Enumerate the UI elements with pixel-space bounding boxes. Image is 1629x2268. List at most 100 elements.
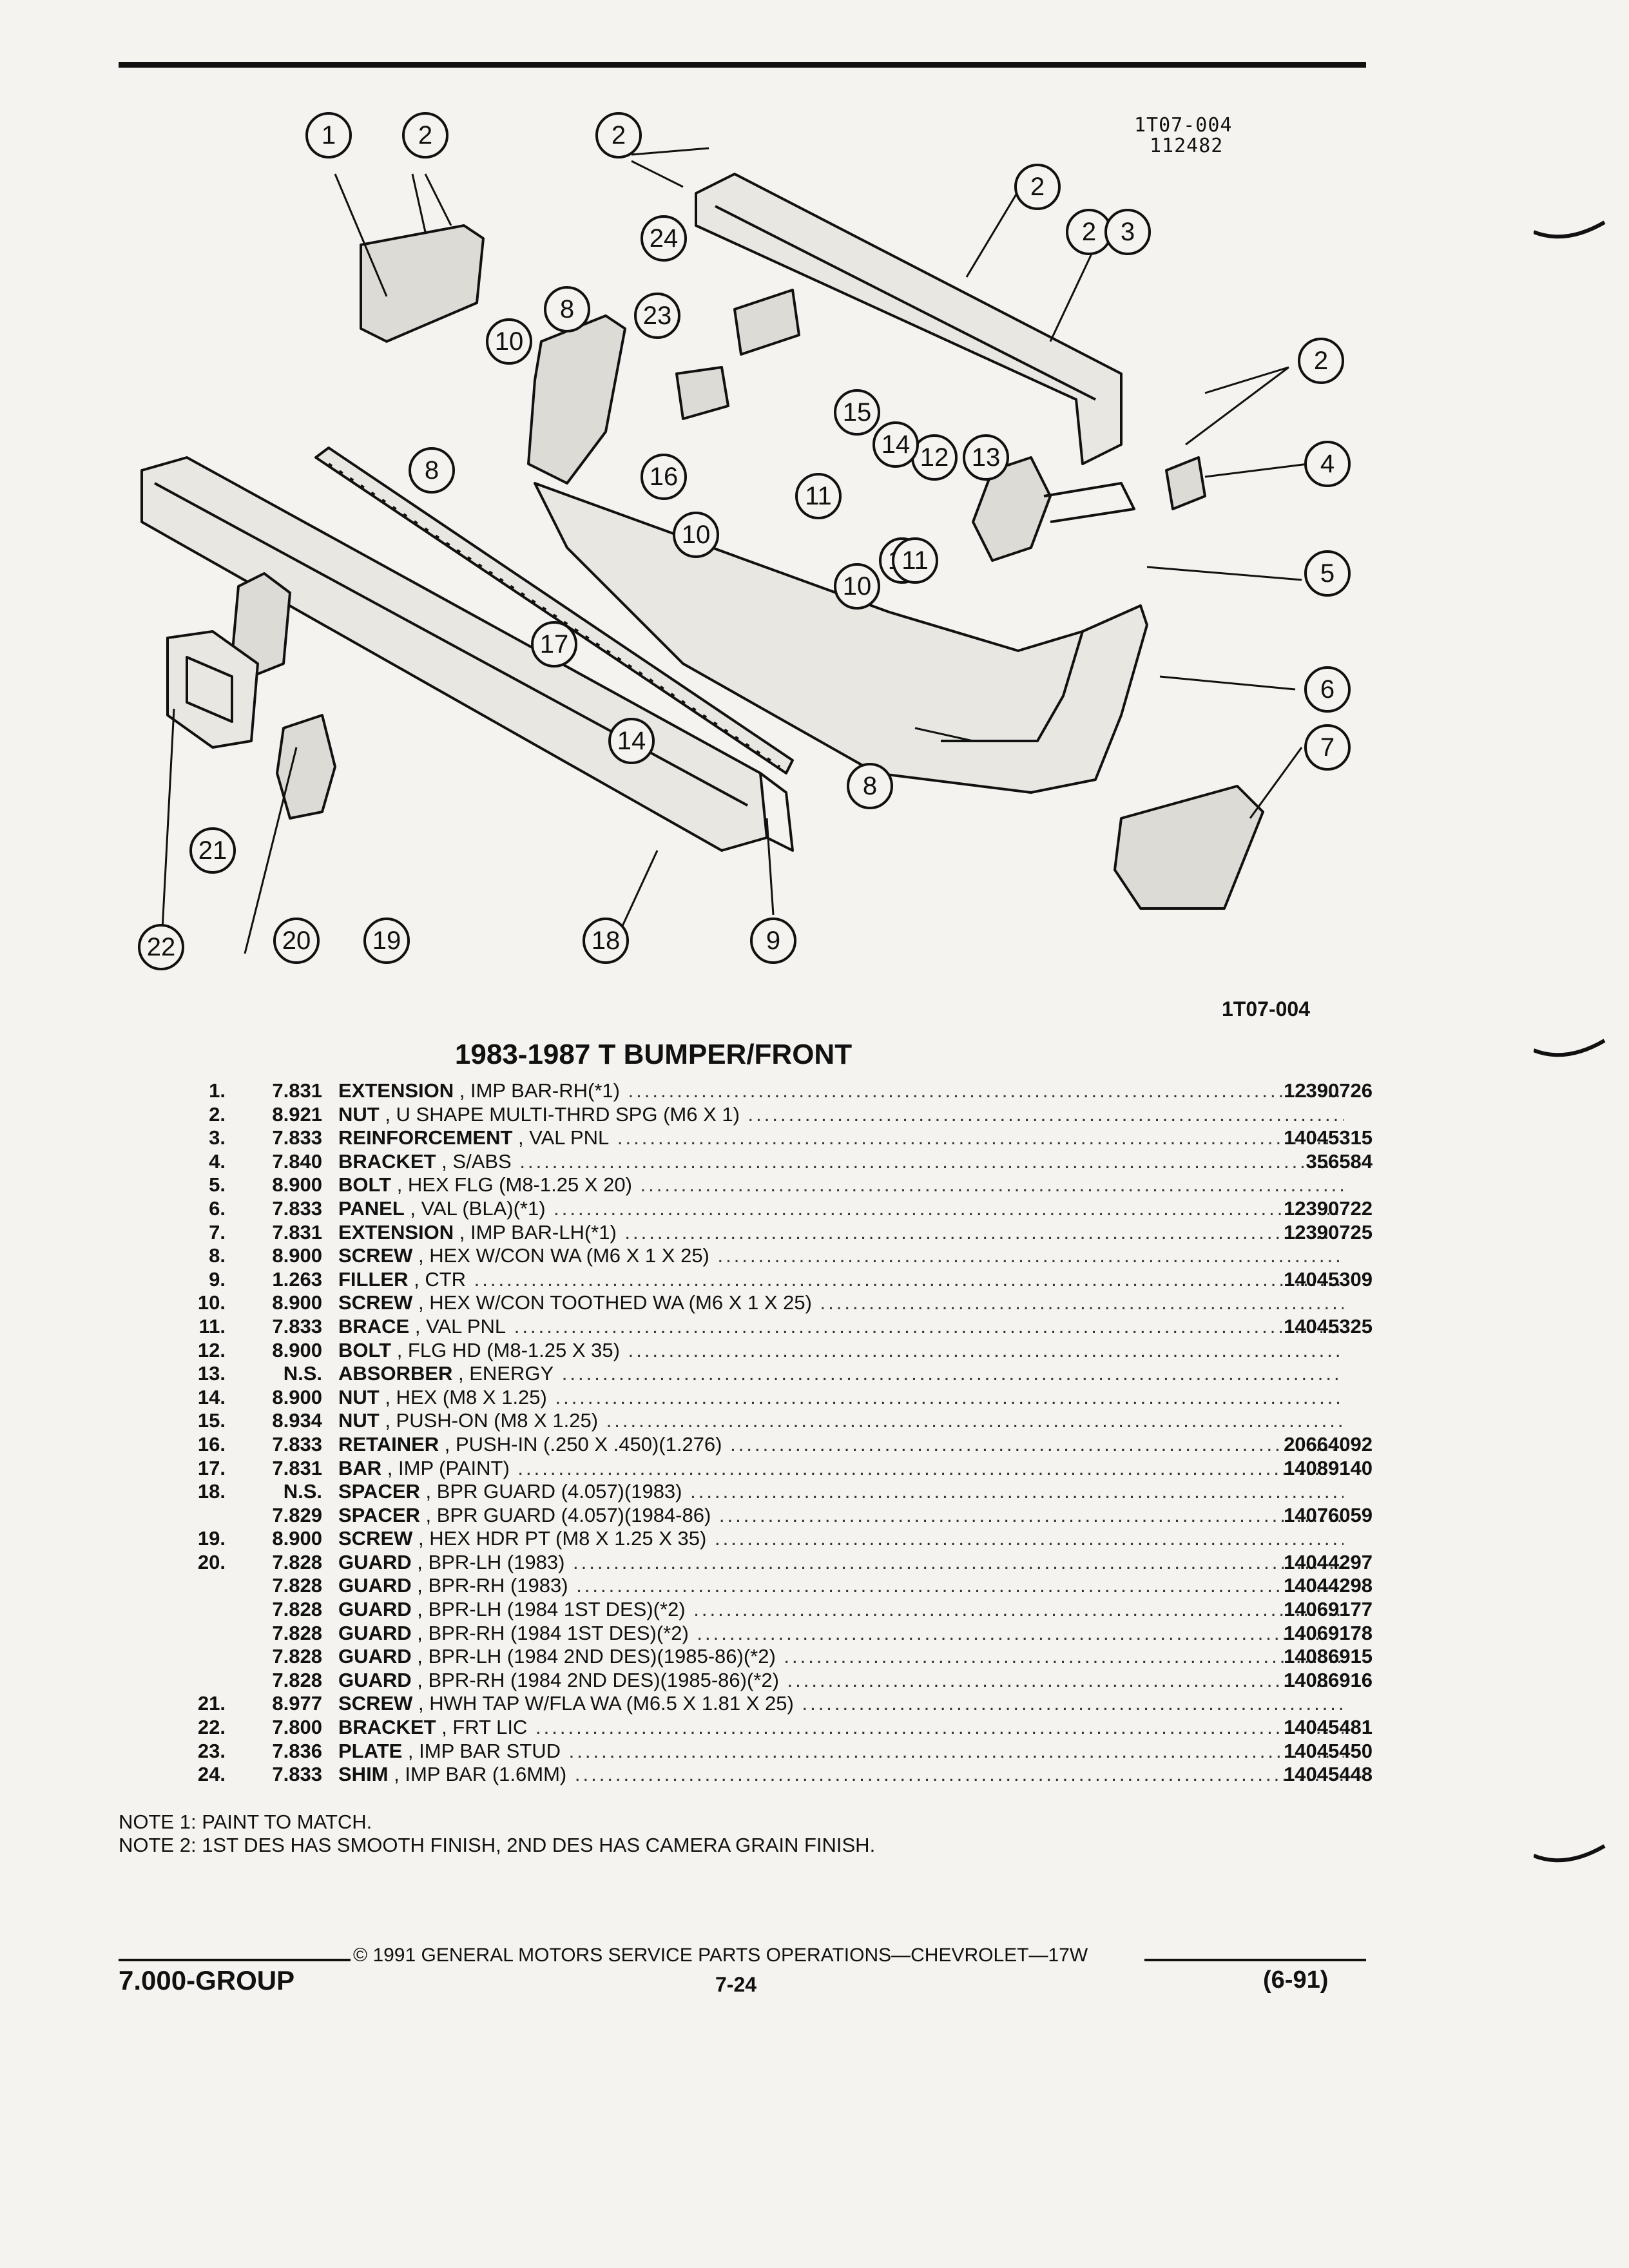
group-number: N.S. bbox=[283, 1362, 322, 1385]
part-detail: , IMP BAR (1.6MM) bbox=[388, 1763, 567, 1786]
svg-text:11: 11 bbox=[901, 546, 929, 575]
group-number: 7.828 bbox=[272, 1645, 322, 1668]
part-description: SCREW , HEX HDR PT (M8 X 1.25 X 35) ....… bbox=[338, 1527, 1344, 1551]
item-number: 3. bbox=[209, 1126, 226, 1149]
part-description: SCREW , HWH TAP W/FLA WA (M6.5 X 1.81 X … bbox=[338, 1692, 1344, 1716]
part-number: 356584 bbox=[1306, 1149, 1373, 1173]
part-name: SCREW bbox=[338, 1291, 413, 1314]
part-description: NUT , PUSH-ON (M8 X 1.25) ..............… bbox=[338, 1409, 1344, 1433]
part-name: NUT bbox=[338, 1385, 380, 1408]
part-detail: , VAL (BLA)(*1) bbox=[404, 1196, 546, 1220]
item-number: 8. bbox=[209, 1244, 226, 1267]
callout-2: 2 bbox=[595, 112, 642, 159]
part-detail: , IMP BAR-RH(*1) bbox=[454, 1079, 620, 1102]
dot-leader: ........................................… bbox=[574, 1763, 1344, 1786]
part-description: SCREW , HEX W/CON TOOTHED WA (M6 X 1 X 2… bbox=[338, 1291, 1344, 1315]
part-description: GUARD , BPR-LH (1984 1ST DES)(*2) ......… bbox=[338, 1598, 1344, 1622]
part-name: BRACKET bbox=[338, 1149, 436, 1173]
part-description: ABSORBER , ENERGY ......................… bbox=[338, 1362, 1344, 1386]
callout-2: 2 bbox=[1298, 338, 1344, 384]
part-description: GUARD , BPR-LH (1983) ..................… bbox=[338, 1551, 1344, 1575]
part-name: PLATE bbox=[338, 1739, 403, 1762]
part-detail: , BPR-RH (1984 2ND DES)(1985-86)(*2) bbox=[411, 1668, 779, 1691]
part-detail: , BPR-LH (1984 1ST DES)(*2) bbox=[411, 1598, 686, 1621]
svg-text:11: 11 bbox=[805, 482, 832, 510]
part-detail: , CTR bbox=[408, 1267, 467, 1291]
svg-text:2: 2 bbox=[1030, 173, 1045, 201]
page-number: 7-24 bbox=[715, 1973, 757, 1996]
part-name: GUARD bbox=[338, 1574, 412, 1597]
svg-text:9: 9 bbox=[766, 927, 780, 955]
part-description: RETAINER , PUSH-IN (.250 X .450)(1.276) … bbox=[338, 1433, 1344, 1457]
note-1: NOTE 1: PAINT TO MATCH. bbox=[119, 1811, 372, 1833]
part-detail: , FRT LIC bbox=[436, 1716, 528, 1739]
svg-text:14: 14 bbox=[617, 727, 646, 755]
group-number: 7.833 bbox=[272, 1126, 322, 1149]
item-number: 9. bbox=[209, 1267, 226, 1291]
svg-text:2: 2 bbox=[418, 121, 432, 149]
margin-mark bbox=[1534, 1844, 1606, 1863]
dot-leader: ........................................… bbox=[640, 1173, 1344, 1196]
group-number: 7.831 bbox=[272, 1079, 322, 1102]
callout-3: 3 bbox=[1104, 209, 1151, 255]
part-description: BRACKET , FRT LIC ......................… bbox=[338, 1716, 1344, 1740]
part-detail: , VAL PNL bbox=[409, 1314, 506, 1338]
part-description: SHIM , IMP BAR (1.6MM) .................… bbox=[338, 1763, 1344, 1787]
dot-leader: ........................................… bbox=[693, 1598, 1344, 1621]
item-number: 10. bbox=[197, 1291, 226, 1314]
item-number: 19. bbox=[197, 1527, 226, 1550]
dot-leader: ........................................… bbox=[555, 1385, 1344, 1408]
part-number: 14086916 bbox=[1284, 1668, 1373, 1691]
copyright-line: © 1991 GENERAL MOTORS SERVICE PARTS OPER… bbox=[353, 1945, 1088, 1966]
item-number: 16. bbox=[197, 1432, 226, 1456]
group-number: 8.900 bbox=[272, 1338, 322, 1361]
part-detail: , HEX HDR PT (M8 X 1.25 X 35) bbox=[412, 1527, 707, 1550]
group-number: 8.900 bbox=[272, 1291, 322, 1314]
part-detail: , BPR-LH (1984 2ND DES)(1985-86)(*2) bbox=[411, 1645, 776, 1668]
page-title: 1983-1987 T BUMPER/FRONT bbox=[454, 1039, 853, 1070]
part-name: BOLT bbox=[338, 1338, 392, 1361]
dot-leader: ........................................… bbox=[514, 1314, 1344, 1338]
part-name: FILLER bbox=[338, 1267, 409, 1291]
part-number: 14044297 bbox=[1284, 1550, 1373, 1573]
part-number: 14045315 bbox=[1284, 1126, 1373, 1149]
part-name: REINFORCEMENT bbox=[338, 1126, 513, 1149]
part-detail: , VAL PNL bbox=[512, 1126, 610, 1149]
callout-10: 10 bbox=[486, 318, 532, 365]
part-number: 12390726 bbox=[1284, 1079, 1373, 1102]
dot-leader: ........................................… bbox=[568, 1739, 1344, 1762]
group-number: 7.831 bbox=[272, 1456, 322, 1479]
notes: NOTE 1: PAINT TO MATCH. NOTE 2: 1ST DES … bbox=[119, 1811, 875, 1857]
callout-21: 21 bbox=[189, 827, 236, 874]
callout-17: 17 bbox=[531, 621, 577, 668]
callout-6: 6 bbox=[1304, 666, 1351, 713]
part-name: BOLT bbox=[338, 1173, 392, 1196]
group-number: 7.828 bbox=[272, 1621, 322, 1644]
svg-text:12: 12 bbox=[920, 443, 949, 472]
group-number: 7.833 bbox=[272, 1432, 322, 1456]
part-name: NUT bbox=[338, 1409, 380, 1432]
callout-11: 11 bbox=[892, 537, 938, 584]
part-number: 14045450 bbox=[1284, 1739, 1373, 1762]
dot-leader: ........................................… bbox=[628, 1338, 1344, 1361]
group-number: 8.921 bbox=[272, 1102, 322, 1126]
callout-9: 9 bbox=[750, 918, 796, 964]
parts-row: 13.N.S.ABSORBER , ENERGY ...............… bbox=[116, 1362, 1373, 1386]
item-number: 24. bbox=[197, 1763, 226, 1786]
part-description: EXTENSION , IMP BAR-RH(*1) .............… bbox=[338, 1079, 1344, 1103]
svg-text:10: 10 bbox=[843, 572, 872, 601]
part-name: EXTENSION bbox=[338, 1220, 454, 1244]
group-number: 8.977 bbox=[272, 1692, 322, 1715]
callout-10: 10 bbox=[834, 563, 880, 610]
callout-14: 14 bbox=[608, 718, 655, 764]
